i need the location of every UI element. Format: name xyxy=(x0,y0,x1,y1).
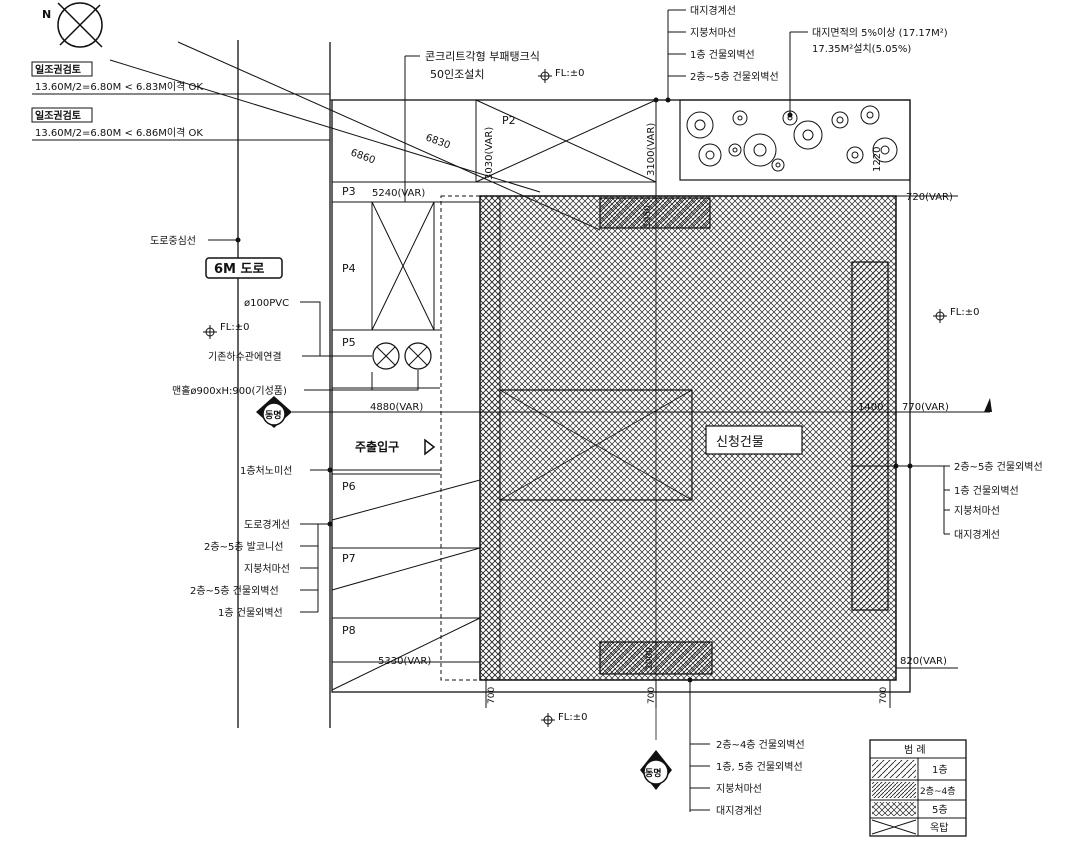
legend: 범 례 1층 2층~4층 5층 옥탑 xyxy=(869,739,967,837)
svg-text:FL:±0: FL:±0 xyxy=(220,322,249,333)
landscape-area xyxy=(679,99,911,181)
parking-p2: P2 xyxy=(502,114,516,127)
septic-capacity-label: 50인조설치 xyxy=(430,68,484,81)
bottom-callout-eave: 지붕처마선 xyxy=(716,783,762,795)
fl-marker-top: FL:±0 xyxy=(538,68,584,83)
sunlight-check-text-1: 13.60M/2=6.80M < 6.83M이격 OK xyxy=(35,80,203,93)
sign-marker-icon-bottom: 동명 xyxy=(640,750,672,790)
north-arrow-icon: N xyxy=(42,2,103,48)
legend-swatch-5f xyxy=(872,802,916,816)
bottom-callout-wall-1-5f: 1층, 5층 건물외벽선 xyxy=(716,761,803,773)
legend-title: 범 례 xyxy=(904,744,926,756)
dim-3030: 3030(VAR) xyxy=(484,127,495,180)
road-label: 6M 도로 xyxy=(214,262,264,277)
dim-720: 720(VAR) xyxy=(906,192,953,203)
dim-1400: 1400 xyxy=(858,402,883,413)
fl-marker-left: FL:±0 xyxy=(203,322,249,339)
dim-5330: 5330(VAR) xyxy=(378,656,431,667)
dim-1220: 1220 xyxy=(872,147,883,172)
legend-item-2-4f: 2층~4층 xyxy=(920,786,956,797)
road-center-label: 도로중심선 xyxy=(150,235,196,247)
right-callout-wall-2-5f: 2층~5층 건물외벽선 xyxy=(954,461,1043,473)
landscape-note-line2: 17.35M²설치(5.05%) xyxy=(812,43,911,55)
top-callout-eave: 지붕처마선 xyxy=(690,27,736,39)
sunlight-check-text-2: 13.60M/2=6.80M < 6.86M이격 OK xyxy=(35,126,203,139)
left-callout-eave: 지붕처마선 xyxy=(244,563,290,575)
right-callout-wall-1f: 1층 건물외벽선 xyxy=(954,485,1019,497)
left-callout-wall-2-5f: 2층~5층 건물외벽선 xyxy=(190,585,279,597)
north-label: N xyxy=(42,8,51,21)
dim-4880: 4880(VAR) xyxy=(370,402,423,413)
manhole-icon xyxy=(372,342,432,370)
right-callout-site-boundary: 대지경계선 xyxy=(954,528,1000,541)
dim-700-mid: 700 xyxy=(647,687,657,704)
dim-3100: 3100(VAR) xyxy=(646,123,657,176)
legend-swatch-2-4f xyxy=(872,782,916,798)
sunlight-check-title-1: 일조권검토 xyxy=(35,63,81,76)
dim-6860: 6860 xyxy=(349,147,377,166)
dim-770: 770(VAR) xyxy=(902,402,949,413)
bottom-callout-site-boundary: 대지경계선 xyxy=(716,804,762,817)
eave-1f-label: 1층처노미선 xyxy=(240,465,292,477)
top-callout-wall-1f: 1층 건물외벽선 xyxy=(690,49,755,61)
parking-p4: P4 xyxy=(342,262,356,275)
parking-p6: P6 xyxy=(342,480,356,493)
pvc-pipe-label: ø100PVC xyxy=(244,298,289,309)
svg-text:동명: 동명 xyxy=(645,767,662,779)
top-callout-wall-2-5f: 2층~5층 건물외벽선 xyxy=(690,71,779,83)
dim-700-left: 700 xyxy=(487,687,497,704)
manhole-label: 맨홀ø900xH:900(기성품) xyxy=(172,384,287,397)
svg-text:FL:±0: FL:±0 xyxy=(555,68,584,79)
building-label: 신청건물 xyxy=(716,435,764,450)
dim-1000: 1000 xyxy=(645,647,655,670)
legend-swatch-1f xyxy=(872,760,916,778)
legend-item-5f: 5층 xyxy=(932,804,948,816)
dim-820: 820(VAR) xyxy=(900,656,947,667)
sunlight-check-title-2: 일조권검토 xyxy=(35,109,81,122)
right-callout-eave: 지붕처마선 xyxy=(954,505,1000,517)
legend-item-1f: 1층 xyxy=(932,764,948,776)
sign-marker-icon-left: 동명 xyxy=(256,396,292,428)
dim-5240: 5240(VAR) xyxy=(372,188,425,199)
building-footprint xyxy=(479,195,897,681)
tree-icons xyxy=(686,105,898,172)
entrance-arrow-icon xyxy=(424,438,436,456)
parking-p5: P5 xyxy=(342,336,356,349)
fl-marker-right: FL:±0 xyxy=(933,307,979,323)
dim-700-right: 700 xyxy=(879,687,889,704)
left-callout-wall-1f: 1층 건물외벽선 xyxy=(218,607,283,619)
top-callout-site-boundary: 대지경계선 xyxy=(690,4,736,17)
fl-marker-bottom: FL:±0 xyxy=(541,712,587,727)
parking-p8: P8 xyxy=(342,624,356,637)
bottom-callout-wall-2-4f: 2층~4층 건물외벽선 xyxy=(716,739,805,751)
landscape-note-line1: 대지면적의 5%이상 (17.17M²) xyxy=(812,27,948,39)
sewer-connection-label: 기존하수관에연결 xyxy=(208,350,282,363)
left-callout-road-boundary: 도로경계선 xyxy=(244,518,290,531)
svg-text:FL:±0: FL:±0 xyxy=(950,307,979,318)
dim-6830: 6830 xyxy=(424,132,452,151)
svg-text:동명: 동명 xyxy=(265,409,282,421)
legend-item-rooftop: 옥탑 xyxy=(930,822,948,834)
svg-text:FL:±0: FL:±0 xyxy=(558,712,587,723)
main-entrance-label: 주출입구 xyxy=(355,439,399,454)
left-callout-balcony: 2층~5층 발코니선 xyxy=(204,541,283,553)
septic-tank-label: 콘크리트각형 부패탱크식 xyxy=(425,50,540,63)
dim-1950: 1950 xyxy=(643,205,653,228)
parking-p3: P3 xyxy=(342,185,356,198)
parking-p7: P7 xyxy=(342,552,356,565)
